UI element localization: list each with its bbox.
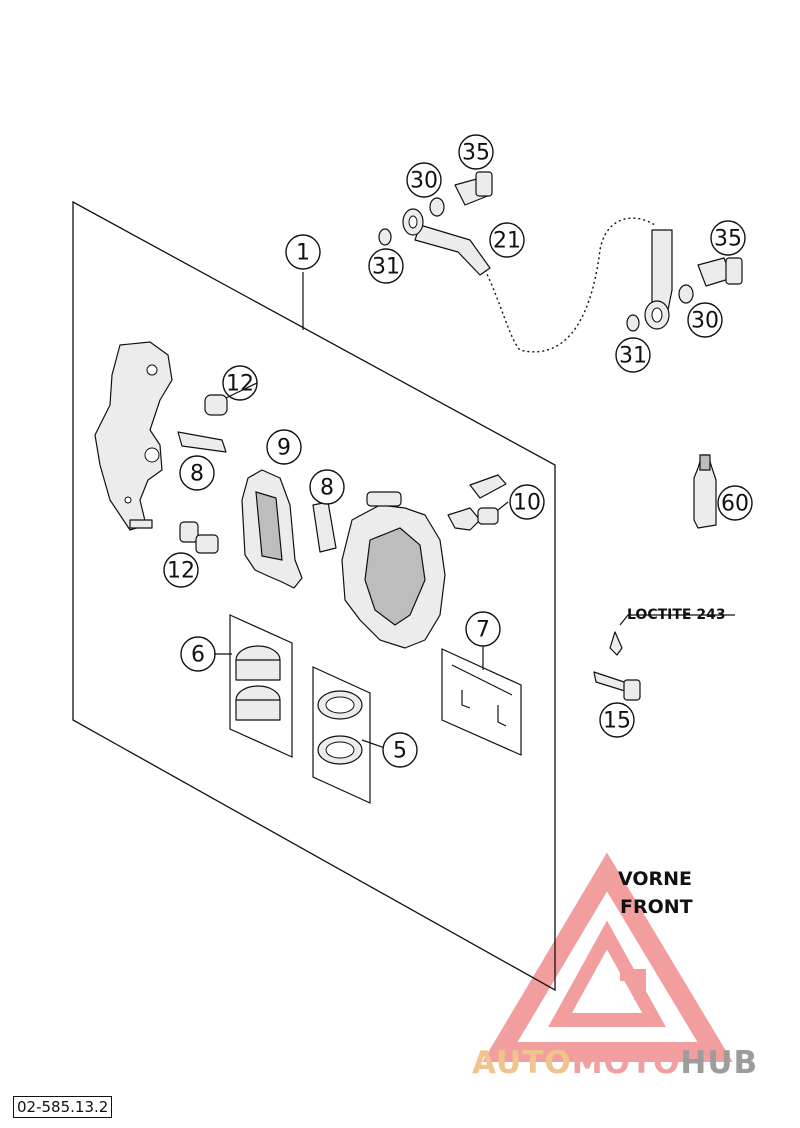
svg-text:15: 15 xyxy=(603,709,631,734)
callout-8-left: 8 xyxy=(179,455,215,491)
assembly-panel xyxy=(72,200,556,992)
svg-text:9: 9 xyxy=(277,436,291,461)
svg-text:35: 35 xyxy=(462,141,490,166)
callout-30-right: 30 xyxy=(687,302,723,338)
watermark-part-auto: AUTO xyxy=(472,1045,572,1081)
callout-12-top: 12 xyxy=(222,365,258,401)
svg-text:21: 21 xyxy=(493,229,521,254)
loctite-label: LOCTITE 243 xyxy=(627,607,726,623)
callout-1: 1 xyxy=(285,234,321,270)
callout-35-top: 35 xyxy=(458,134,494,170)
callout-31-top: 31 xyxy=(368,248,404,284)
callout-60: 60 xyxy=(717,485,753,521)
svg-text:12: 12 xyxy=(226,372,254,397)
callout-15: 15 xyxy=(599,702,635,738)
svg-text:31: 31 xyxy=(619,344,647,369)
watermark-logo xyxy=(482,852,733,1062)
callout-31-right: 31 xyxy=(615,337,651,373)
svg-text:8: 8 xyxy=(190,462,204,487)
watermark-part-moto: MOTO xyxy=(571,1045,681,1081)
direction-label-front: FRONT xyxy=(620,896,693,918)
svg-text:60: 60 xyxy=(721,492,749,517)
callout-9: 9 xyxy=(266,429,302,465)
watermark-text: AUTOMOTOHUB xyxy=(472,1045,758,1081)
callout-5: 5 xyxy=(382,732,418,768)
callout-12-bottom: 12 xyxy=(163,552,199,588)
svg-text:10: 10 xyxy=(513,491,541,516)
svg-text:1: 1 xyxy=(296,241,310,266)
hose-fittings xyxy=(378,171,743,332)
svg-text:12: 12 xyxy=(167,559,195,584)
diagram-part-number: 02-585.13.2 xyxy=(13,1096,113,1118)
callout-35-right: 35 xyxy=(710,220,746,256)
svg-text:7: 7 xyxy=(476,618,490,643)
svg-text:6: 6 xyxy=(191,643,205,668)
direction-label-vorne: VORNE xyxy=(618,868,692,890)
callout-7: 7 xyxy=(465,611,501,647)
brake-hose xyxy=(402,208,673,353)
callout-10: 10 xyxy=(509,484,545,520)
svg-text:30: 30 xyxy=(410,169,438,194)
watermark-part-hub: HUB xyxy=(680,1045,759,1081)
svg-text:8: 8 xyxy=(320,476,334,501)
svg-text:31: 31 xyxy=(372,255,400,280)
callout-6: 6 xyxy=(180,636,216,672)
callout-8-right: 8 xyxy=(309,469,345,505)
callout-30-top: 30 xyxy=(406,162,442,198)
caliper-bracket xyxy=(94,341,173,531)
callout-21: 21 xyxy=(489,222,525,258)
svg-text:30: 30 xyxy=(691,309,719,334)
svg-text:5: 5 xyxy=(393,739,407,764)
svg-text:35: 35 xyxy=(714,227,742,252)
